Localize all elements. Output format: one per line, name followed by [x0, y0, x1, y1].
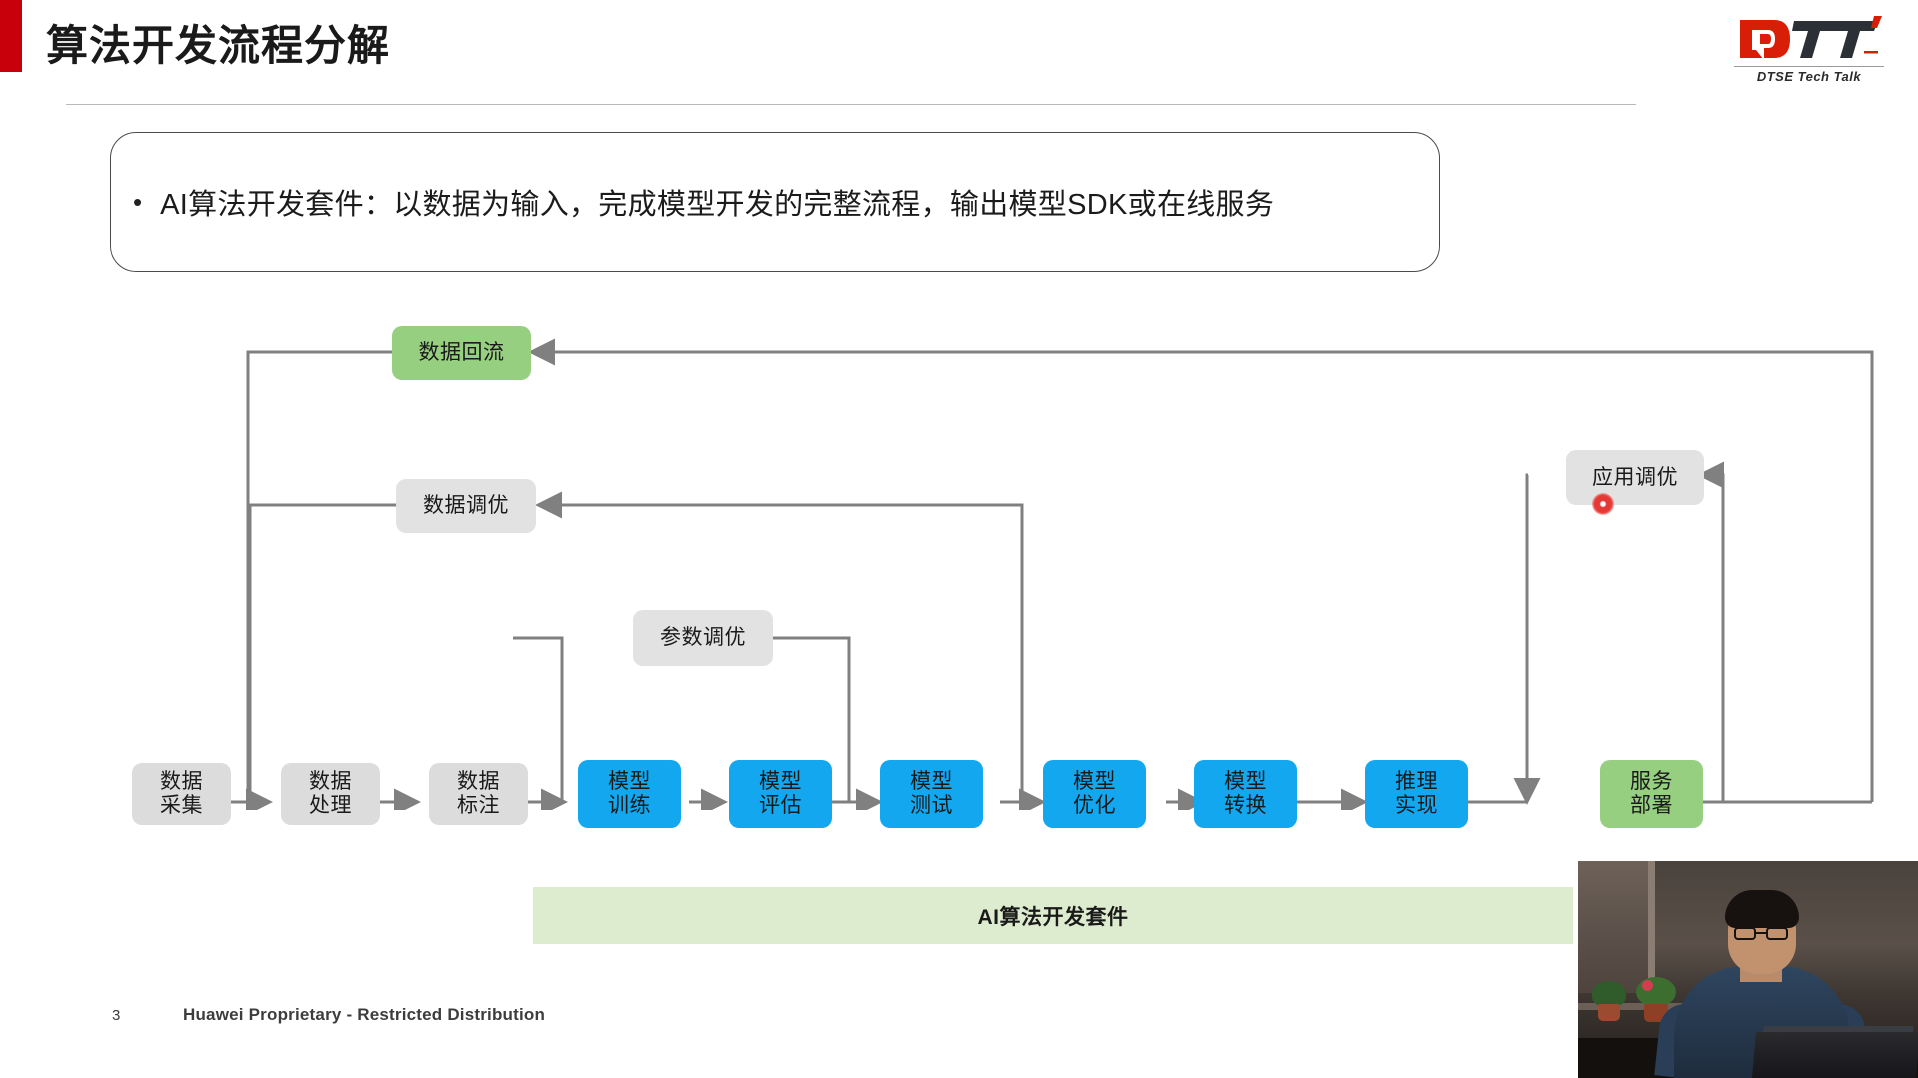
- dtt-logo: DTSE Tech Talk: [1734, 14, 1884, 84]
- diagram-connectors: [231, 338, 1874, 810]
- node-model-testing[interactable]: 模型 测试: [880, 760, 983, 828]
- page-title: 算法开发流程分解: [46, 22, 391, 69]
- node-label-line2: 处理: [309, 794, 352, 817]
- webcam-laptop: [1751, 1032, 1918, 1078]
- node-label-line1: 数据: [160, 770, 203, 794]
- presenter-webcam[interactable]: [1578, 861, 1918, 1078]
- presenter-glasses-left: [1734, 927, 1756, 940]
- suite-banner-label: AI算法开发套件: [977, 905, 1129, 929]
- node-app-tuning[interactable]: 应用调优: [1566, 450, 1704, 505]
- workflow-diagram: 数据回流 数据调优 参数调优 应用调优 数据 采集 数据 处理 数据 标注 模型…: [0, 290, 1918, 828]
- webcam-pot-left: [1598, 1004, 1620, 1021]
- node-label-line2: 优化: [1073, 794, 1116, 817]
- node-param-tuning[interactable]: 参数调优: [633, 610, 773, 666]
- presenter-hair: [1725, 890, 1799, 928]
- header-divider: [66, 104, 1636, 105]
- node-data-tuning[interactable]: 数据调优: [396, 479, 536, 533]
- node-label-line2: 转换: [1224, 794, 1267, 817]
- footer-note: Huawei Proprietary - Restricted Distribu…: [183, 1005, 546, 1024]
- node-model-training[interactable]: 模型 训练: [578, 760, 681, 828]
- node-label-line2: 训练: [608, 794, 651, 817]
- node-data-processing[interactable]: 数据 处理: [281, 763, 380, 825]
- node-label: 数据回流: [418, 341, 505, 365]
- node-label-line1: 推理: [1395, 770, 1438, 794]
- callout-text: AI算法开发套件：以数据为输入，完成模型开发的完整流程，输出模型SDK或在线服务: [160, 189, 1275, 221]
- node-service-deploy[interactable]: 服务 部署: [1600, 760, 1703, 828]
- node-model-evaluation[interactable]: 模型 评估: [729, 760, 832, 828]
- node-label-line2: 实现: [1395, 794, 1438, 817]
- node-label: 应用调优: [1592, 465, 1678, 489]
- webcam-door-frame: [1648, 861, 1655, 1011]
- recording-dot-icon: [1592, 493, 1614, 515]
- node-label-line2: 部署: [1630, 794, 1673, 817]
- webcam-flower: [1642, 980, 1653, 991]
- suite-banner: AI算法开发套件: [533, 887, 1573, 944]
- node-label-line1: 数据: [457, 770, 500, 794]
- node-label-line1: 模型: [759, 770, 802, 794]
- node-data-collection[interactable]: 数据 采集: [132, 763, 231, 825]
- node-label-line2: 测试: [910, 794, 953, 817]
- webcam-door: [1578, 861, 1652, 993]
- dtt-logo-mark: [1740, 16, 1882, 60]
- node-label: 数据调优: [423, 494, 509, 518]
- title-accent-bar: [0, 0, 22, 72]
- node-label-line1: 模型: [910, 770, 953, 794]
- node-label: 参数调优: [660, 626, 746, 650]
- node-model-conversion[interactable]: 模型 转换: [1194, 760, 1297, 828]
- bullet-icon: •: [133, 187, 143, 217]
- node-inference-impl[interactable]: 推理 实现: [1365, 760, 1468, 828]
- node-data-reflow[interactable]: 数据回流: [392, 326, 531, 380]
- node-model-optimization[interactable]: 模型 优化: [1043, 760, 1146, 828]
- presenter-glasses-bridge: [1756, 932, 1766, 934]
- node-label-line2: 采集: [160, 794, 203, 817]
- page-number: 3: [112, 1007, 121, 1024]
- node-label-line2: 标注: [457, 794, 500, 817]
- webcam-plant-left: [1592, 981, 1626, 1007]
- node-label-line1: 模型: [608, 770, 651, 794]
- node-label-line1: 数据: [309, 770, 352, 794]
- node-label-line1: 模型: [1224, 770, 1267, 794]
- node-label-line2: 评估: [759, 794, 802, 817]
- callout-box: • AI算法开发套件：以数据为输入，完成模型开发的完整流程，输出模型SDK或在线…: [110, 132, 1440, 272]
- logo-subtitle: DTSE Tech Talk: [1734, 66, 1884, 84]
- node-data-annotation[interactable]: 数据 标注: [429, 763, 528, 825]
- node-label-line1: 模型: [1073, 770, 1116, 794]
- node-label-line1: 服务: [1630, 770, 1673, 794]
- presenter-glasses-right: [1766, 927, 1788, 940]
